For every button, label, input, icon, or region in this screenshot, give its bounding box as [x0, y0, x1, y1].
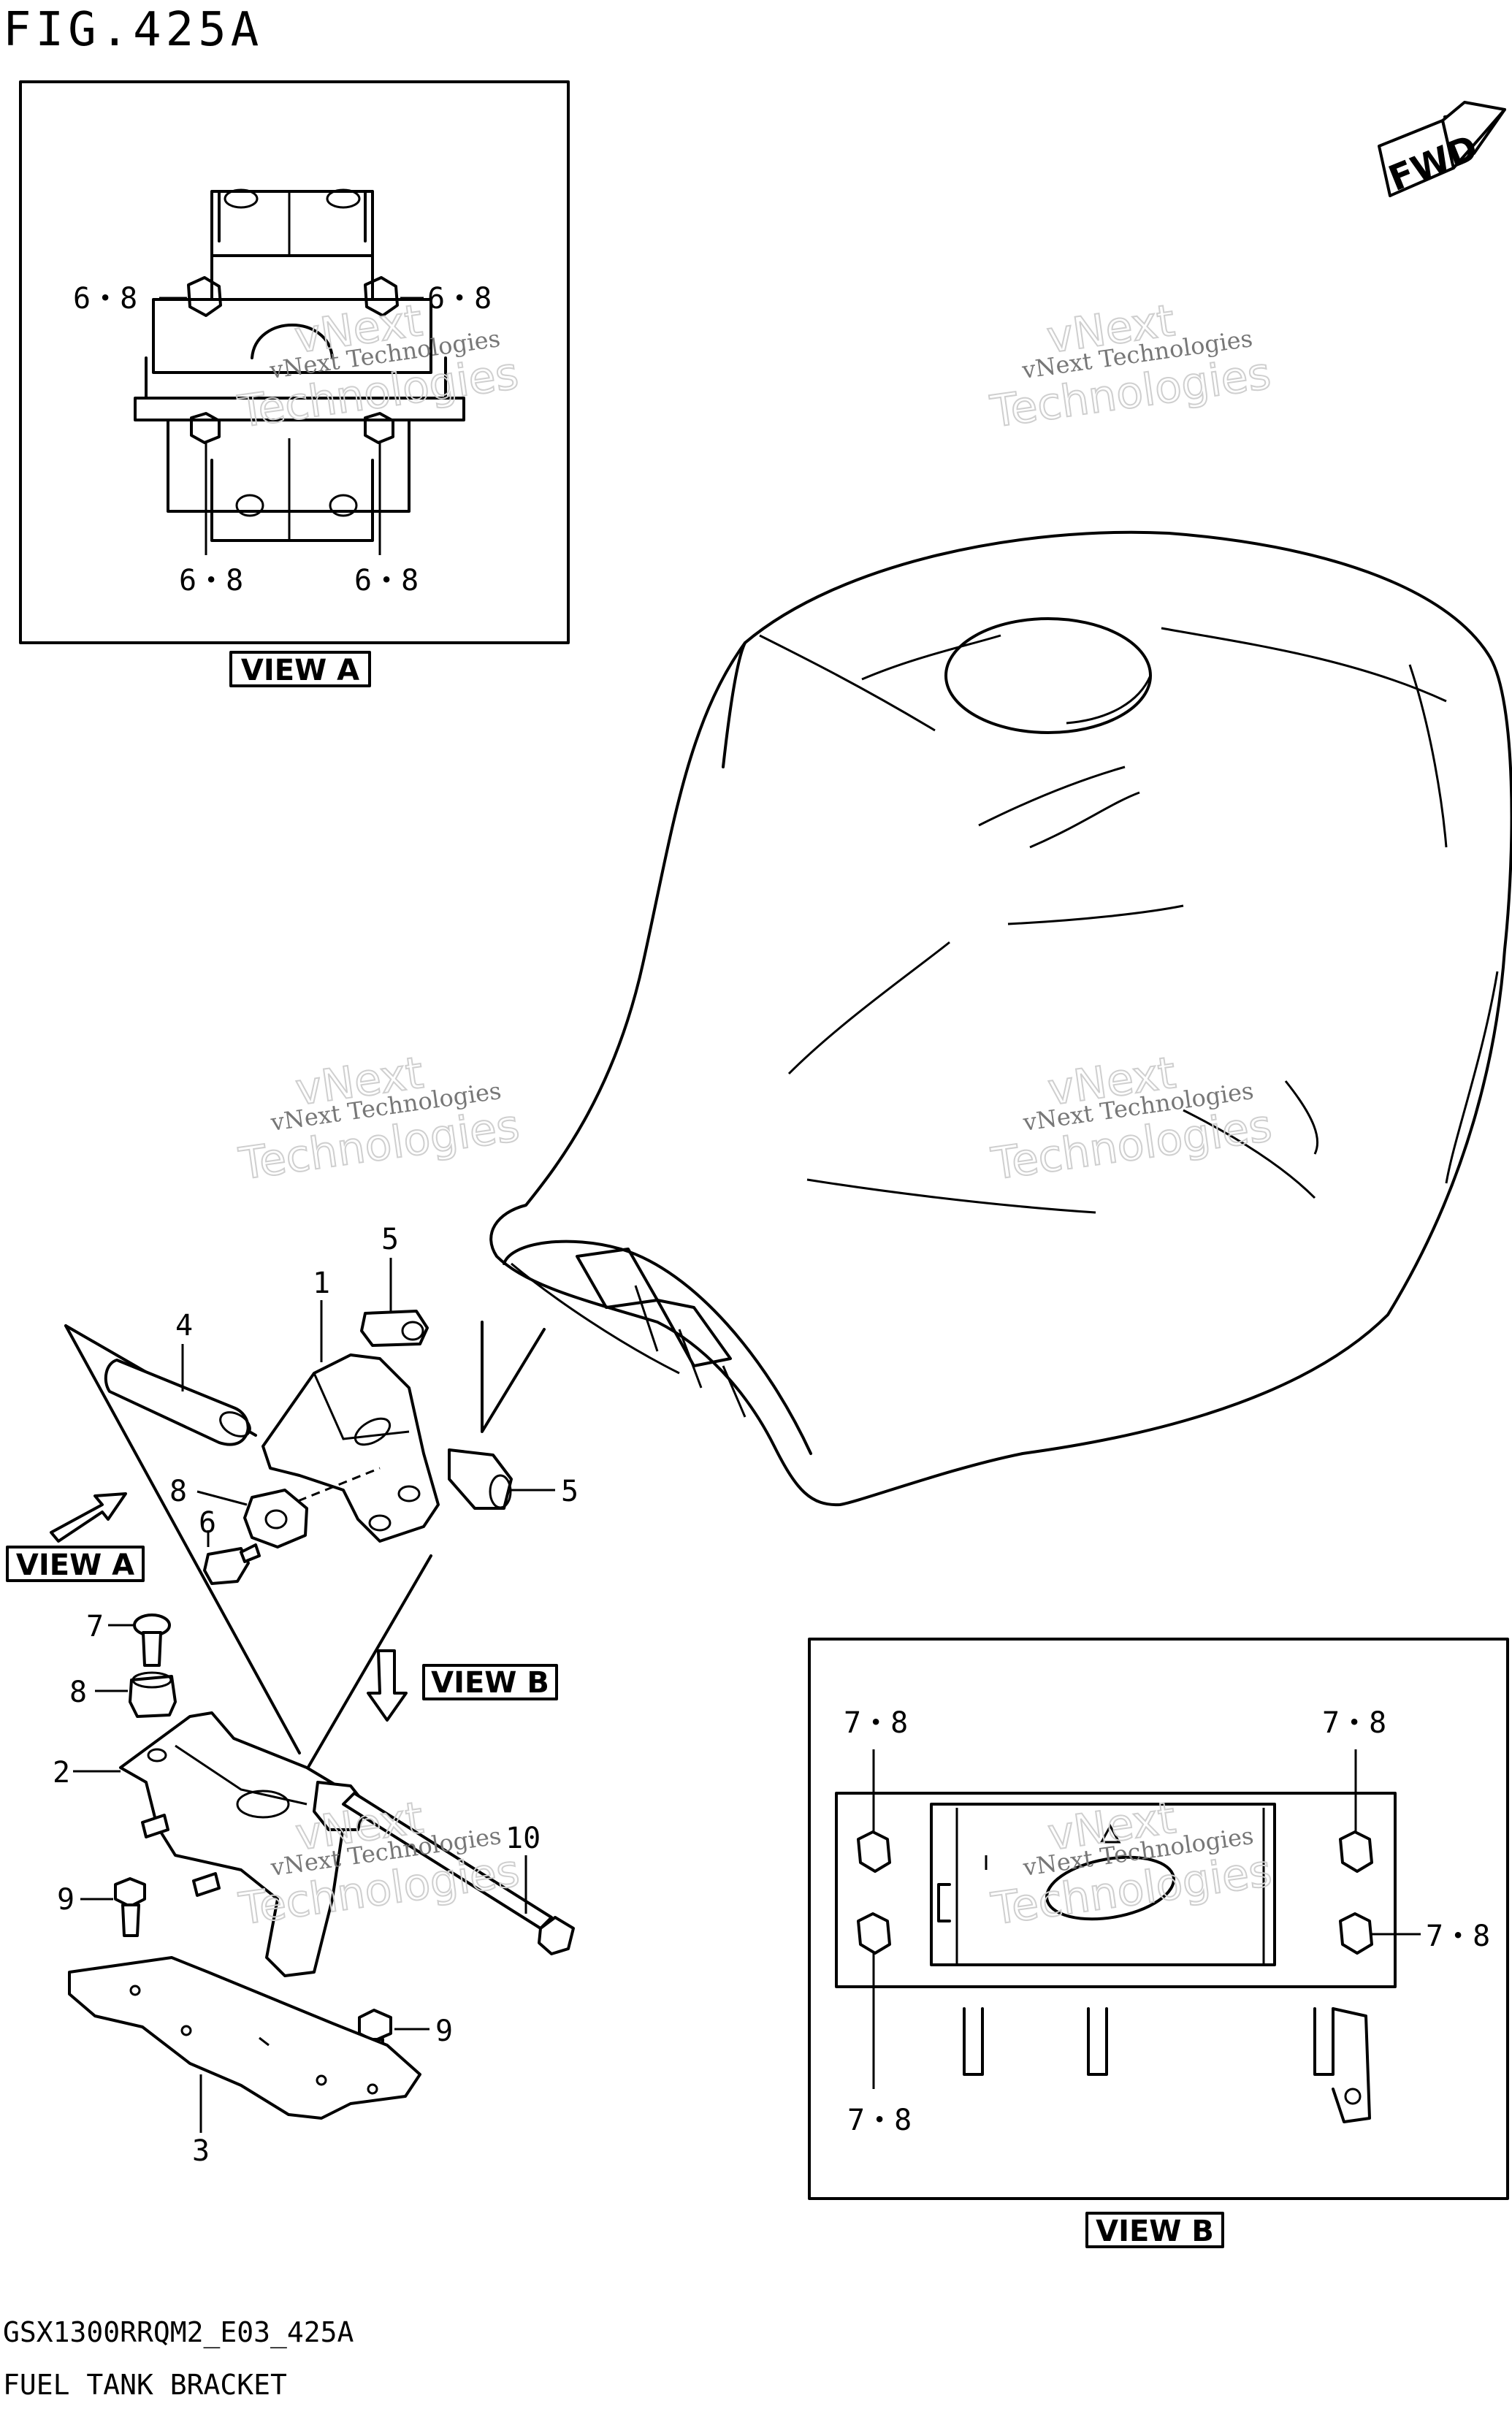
watermark-5: Technologies vNext vNext Technologies — [235, 1792, 523, 1936]
callout-part-10: 10 — [505, 1822, 541, 1855]
part-3-plate: 3 — [68, 1956, 421, 2168]
part-8-grommet-upper: 8 — [169, 1467, 381, 1548]
callout-part-7: 7 — [86, 1610, 104, 1643]
callout-part-5-right: 5 — [561, 1475, 579, 1508]
part-5-cushion-right: 5 — [448, 1448, 579, 1510]
torque-view-b-bottom-left: 7・8 — [847, 2104, 912, 2137]
view-a-arrow: VIEW A — [6, 1492, 145, 1582]
torque-view-a-top-left: 6・8 — [73, 282, 137, 316]
figure-title: FIG.425A — [3, 3, 263, 57]
footer-caption: FUEL TANK BRACKET — [3, 2369, 287, 2401]
callout-part-4: 4 — [175, 1309, 193, 1343]
torque-view-b-top-left: 7・8 — [844, 1706, 908, 1740]
view-a-label: VIEW A — [229, 651, 371, 687]
watermark-2: Technologies vNext vNext Technologies — [986, 294, 1274, 439]
watermark-3: Technologies vNext vNext Technologies — [235, 1047, 523, 1191]
callout-part-9-right: 9 — [435, 2015, 453, 2048]
callout-part-8-upper: 8 — [169, 1475, 187, 1508]
torque-view-b-mid-right: 7・8 — [1426, 1920, 1490, 1953]
callout-part-8-lower: 8 — [69, 1676, 87, 1709]
fuel-tank — [489, 530, 1512, 1507]
part-1-bracket: 1 — [261, 1267, 440, 1543]
part-10-bolt: 10 — [342, 1792, 575, 1955]
view-a-detail: 6・8 6・8 6・8 6・8 — [19, 80, 570, 644]
callout-part-9-left: 9 — [57, 1883, 75, 1917]
footer-model-code: GSX1300RRQM2_E03_425A — [3, 2316, 354, 2349]
watermark-4: Technologies vNext vNext Technologies — [988, 1047, 1275, 1191]
callout-part-1: 1 — [313, 1267, 330, 1300]
part-8-grommet-lower: 8 — [69, 1671, 177, 1718]
svg-text:VIEW B: VIEW B — [431, 1666, 549, 1700]
view-b-label: VIEW B — [1085, 2212, 1224, 2248]
fwd-arrow-icon: FWD — [1378, 101, 1506, 199]
torque-view-a-bottom-left: 6・8 — [179, 564, 243, 597]
part-9-bolt-left: 9 — [57, 1877, 146, 1937]
view-b-detail: 7・8 7・8 7・8 7・8 — [808, 1638, 1509, 2200]
callout-part-2: 2 — [53, 1756, 70, 1790]
callout-part-3: 3 — [192, 2134, 210, 2168]
torque-view-b-top-right: 7・8 — [1322, 1706, 1386, 1740]
part-7-bolt: 7 — [86, 1610, 171, 1667]
torque-view-a-top-right: 6・8 — [427, 282, 492, 316]
torque-view-a-bottom-right: 6・8 — [354, 564, 419, 597]
callout-part-5-top: 5 — [381, 1223, 399, 1256]
part-6-bolt: 6 — [199, 1506, 261, 1585]
svg-text:VIEW B: VIEW B — [1096, 2215, 1214, 2248]
part-5-cushion-top: 5 — [360, 1223, 429, 1347]
part-4-rubber-tube: 4 — [104, 1309, 251, 1446]
callout-part-6: 6 — [199, 1506, 216, 1540]
view-b-arrow: VIEW B — [367, 1649, 558, 1722]
svg-text:VIEW A: VIEW A — [16, 1548, 134, 1582]
svg-text:VIEW A: VIEW A — [241, 654, 359, 687]
